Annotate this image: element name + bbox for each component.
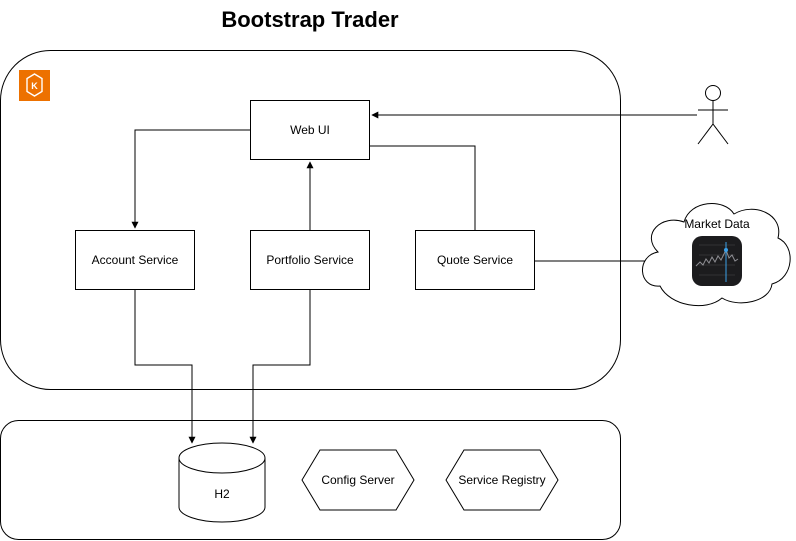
edge-portfolio-to-h2 [249,290,311,444]
h2-label: H2 [214,487,230,501]
quote-service-label: Quote Service [437,253,513,267]
service-registry-node: Service Registry [445,449,559,511]
user-actor-icon [697,85,729,145]
portfolio-service-node: Portfolio Service [250,230,370,290]
web-ui-label: Web UI [290,123,330,137]
quote-service-node: Quote Service [415,230,535,290]
edge-webui-to-account [131,129,250,229]
account-service-node: Account Service [75,230,195,290]
config-server-label: Config Server [321,473,394,487]
h2-database: H2 [178,442,266,523]
market-data-cloud: Market Data [642,203,791,307]
stocks-app-icon [692,236,742,286]
account-service-label: Account Service [92,253,179,267]
service-registry-label: Service Registry [458,473,545,487]
edge-account-to-h2 [134,290,196,444]
market-data-label: Market Data [684,217,750,231]
web-ui-node: Web UI [250,100,370,160]
edge-quote-to-webui [370,145,476,230]
portfolio-service-label: Portfolio Service [266,253,354,267]
kubernetes-icon: K [19,70,50,101]
svg-text:K: K [31,81,38,91]
config-server-node: Config Server [301,449,415,511]
diagram-title: Bootstrap Trader [221,7,399,32]
